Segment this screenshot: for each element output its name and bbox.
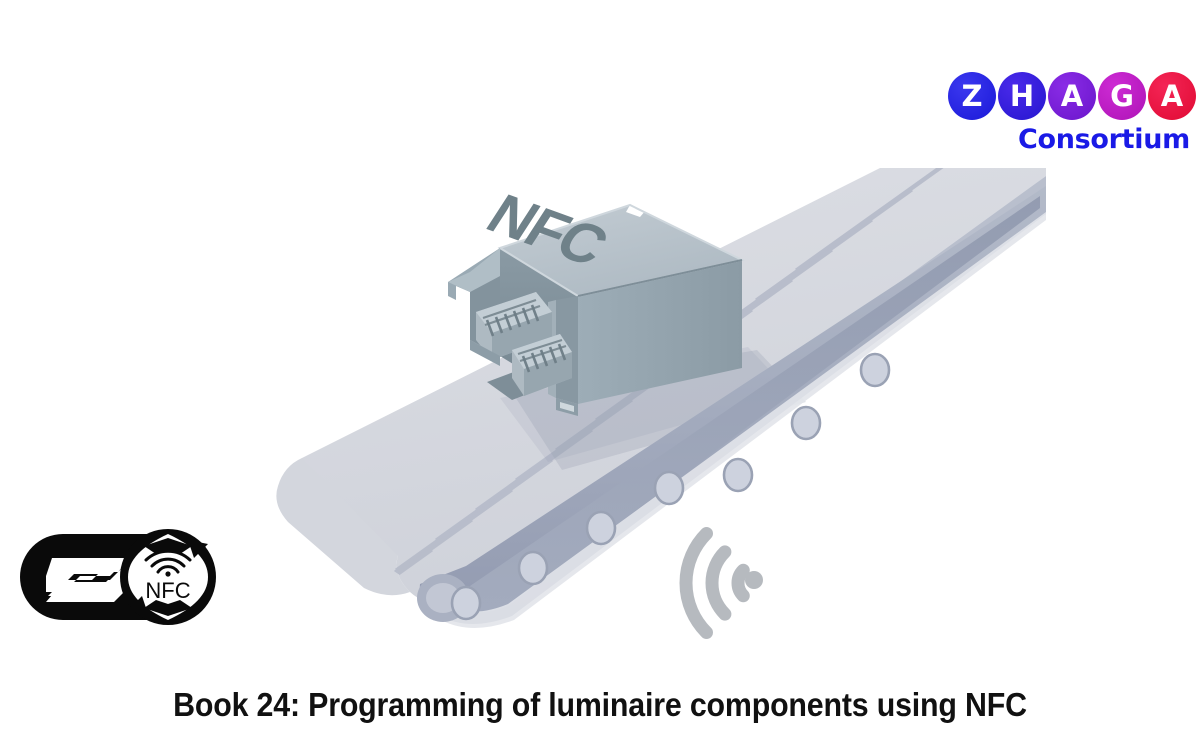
zhaga-wordmark: Z H A G A <box>948 72 1196 120</box>
zhaga-nfc-badge-svg: NFC <box>20 529 216 625</box>
zhaga-letter-h: H <box>1009 78 1035 113</box>
zhaga-letter-z: Z <box>961 78 983 113</box>
badge-nfc-text: NFC <box>145 578 190 603</box>
zhaga-letter-ball-4: G <box>1098 72 1146 120</box>
conveyor-belt-surface <box>276 168 1046 605</box>
module-terminal-block <box>448 248 578 416</box>
zhaga-letter-a2: A <box>1160 78 1184 113</box>
module-shadow <box>500 347 806 470</box>
belt-slats <box>291 168 993 617</box>
zhaga-letter-ball-1: Z <box>948 72 996 120</box>
conveyor-rollers <box>450 352 891 621</box>
badge-z-letter-fallback <box>48 560 126 596</box>
zhaga-nfc-badge[interactable]: NFC <box>18 524 236 630</box>
zhaga-letter-ball-2: H <box>998 72 1046 120</box>
zhaga-consortium-text: Consortium <box>1017 124 1190 155</box>
nfc-wave-icon <box>679 527 750 639</box>
badge-nfc-arcs <box>144 549 192 574</box>
module-nfc-label: NFC <box>476 183 619 277</box>
zhaga-letter-ball-3: A <box>1048 72 1096 120</box>
page-title: Book 24: Programming of luminaire compon… <box>173 686 1027 723</box>
zhaga-letter-a1: A <box>1060 78 1084 113</box>
zhaga-consortium-logo[interactable]: Z H A G A Consortium <box>948 72 1196 168</box>
badge-nfc-nmark: NFC <box>120 529 216 625</box>
zhaga-letter-ball-5: A <box>1148 72 1196 120</box>
conveyor-rail <box>417 176 1046 628</box>
nfc-module: NFC <box>448 183 746 416</box>
nfc-wave-dot <box>745 571 763 589</box>
zhaga-letter-g: G <box>1110 78 1134 113</box>
